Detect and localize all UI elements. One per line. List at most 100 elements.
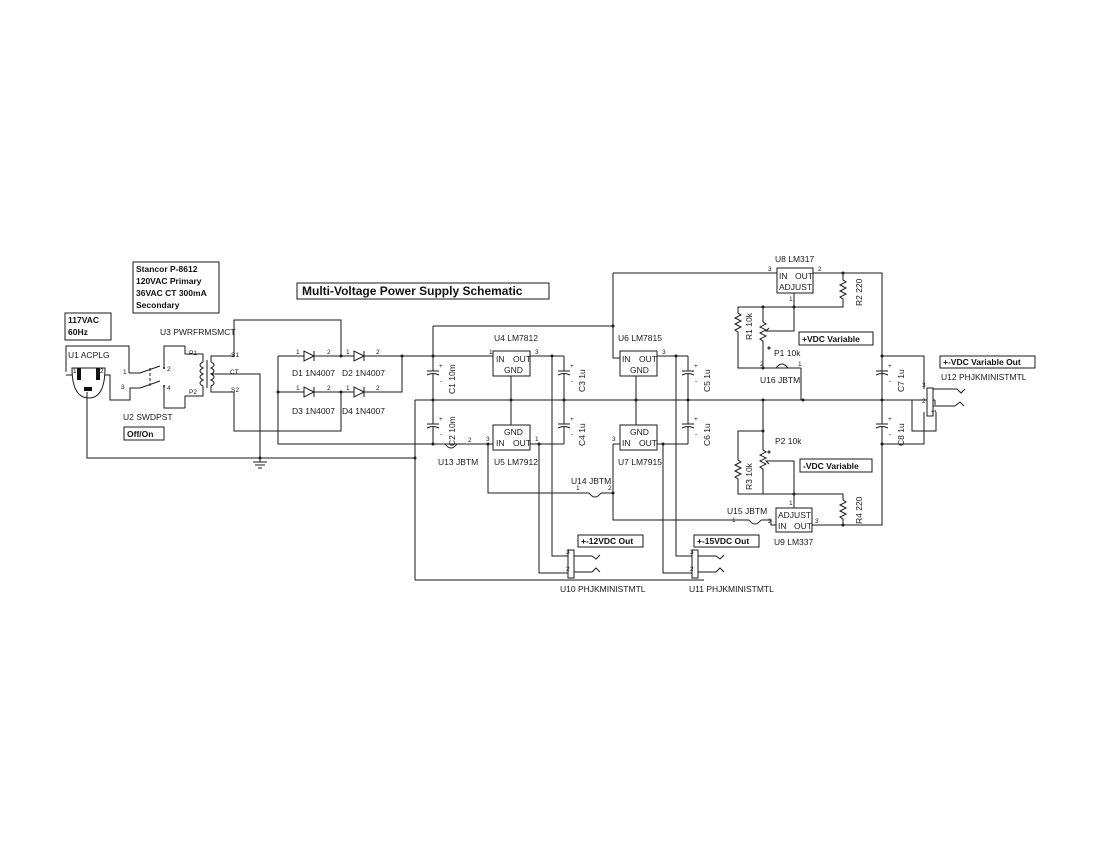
component-label: U14 JBTM [571,476,611,486]
capacitor-c8: + - C8 1u [875,400,906,446]
component-label: R4 220 [854,496,864,524]
pin-number: 2 [818,266,822,273]
pin-label: IN [779,271,788,281]
polarity-mark: + [570,416,574,423]
note-line: 117VAC [68,315,99,325]
pin-number: 1 [732,517,736,524]
component-label: U12 PHJKMINISTMTL [941,372,1027,382]
component-label: U7 LM7915 [618,457,662,467]
jack-u10: 3 2 U10 PHJKMINISTMTL [415,356,646,594]
switch-u2[interactable]: 1 3 2 4 U2 SWDPST [121,345,185,422]
pin-label: IN [622,354,631,364]
polarity-mark: - [695,431,697,438]
polarity-mark: + [694,363,698,370]
pin-number: 2 [760,361,764,368]
pin-label: GND [504,365,523,375]
ac-plug-u1: U1 ACPLG 1 2 [65,345,140,401]
pin-number: 1 [789,500,793,507]
note-line: 60Hz [68,327,88,337]
note-line: Stancor P-8612 [136,264,198,274]
pin-label: OUT [794,521,812,531]
jumper-u13: 2 U13 JBTM [438,437,478,467]
resistor-r1: R1 10k [733,306,801,369]
ground-symbol [86,392,415,469]
pin-number: 1 [535,436,539,443]
switch-state-note: Off/On [123,426,165,441]
jumper-u14: 1 2 U14 JBTM [571,476,613,498]
component-label: C4 1u [577,423,587,446]
diode-label-d1: D1 1N4007 [292,368,335,378]
component-label: R3 10k [744,462,754,490]
note-text: +-15VDC Out [697,536,749,546]
pin-label: P1 [189,350,197,357]
pin-number: 2 [327,385,331,392]
component-label: U1 ACPLG [68,350,110,360]
pin-label: GND [630,427,649,437]
pin-number: 2 [167,366,171,373]
note-line: Secondary [136,300,180,310]
polarity-mark: + [694,416,698,423]
component-label: U8 LM317 [775,254,814,264]
mains-note: 117VAC 60Hz [64,312,112,341]
resistor-r4: R4 220 [794,493,864,525]
component-label: C1 10m [447,364,457,394]
pin-label: OUT [513,354,531,364]
polarity-mark: - [440,431,442,438]
transformer-u3: U3 PWRFRMSMCT P1 P2 S1 CT S2 [160,319,342,458]
diode-label-d4: D4 1N4007 [342,406,385,416]
potentiometer-p2: P2 10k [758,400,802,494]
regulator-u9: 1 ADJUST IN OUT U9 LM337 3 2 [768,444,883,547]
pin-label: ADJUST [779,282,812,292]
regulator-u7: GND IN OUT U7 LM7915 3 [611,400,738,521]
regulator-u6: U6 LM7815 IN OUT GND 3 [618,333,688,400]
pin-number: 3 [690,549,694,556]
polarity-mark: + [570,363,574,370]
pin-number: 1 [489,349,493,356]
component-label: U9 LM337 [774,537,813,547]
note-line: 120VAC Primary [136,276,202,286]
capacitor-c5: + - C5 1u [681,356,712,400]
pin-number: 3 [121,384,125,391]
component-label: C2 10m [447,416,457,446]
component-label: C7 1u [896,369,906,392]
pin-label: IN [778,521,787,531]
pin-number: 2 [608,485,612,492]
pin-label: IN [496,438,505,448]
pin-label: OUT [639,354,657,364]
pin-label: P2 [189,389,197,396]
plus-vdc-variable-note: +VDC Variable [798,331,874,346]
pin-label: S1 [231,352,239,359]
schematic-title: Multi-Voltage Power Supply Schematic [296,282,550,300]
pin-label: GND [504,427,523,437]
component-label: U6 LM7815 [618,333,662,343]
pin-label: IN [622,438,631,448]
component-label: U13 JBTM [438,457,478,467]
pin-number: 2 [768,518,772,525]
pin-number: 2 [376,385,380,392]
diode-label-d2: D2 1N4007 [342,368,385,378]
pin-number: 2 [376,349,380,356]
pin-number: 3 [922,382,926,389]
component-label: C6 1u [702,423,712,446]
note-text: Off/On [127,429,153,439]
component-label: R1 10k [744,312,754,340]
capacitor-c2: + - C2 10m [426,400,457,446]
regulator-u8: U8 LM317 IN OUT ADJUST 3 2 1 [768,254,884,400]
component-label: U11 PHJKMINISTMTL [689,584,774,594]
pin-number: 3 [486,436,490,443]
component-label: C8 1u [896,423,906,446]
pin-label: GND [630,365,649,375]
capacitor-c6: + - C6 1u [681,400,712,446]
pin-number: 1 [798,361,802,368]
pin-number: 1 [346,385,350,392]
polarity-mark: + [439,363,443,370]
pin-number: 2 [690,566,694,573]
pin-number: 2 [922,398,926,405]
capacitor-c3: + - C3 1u [557,356,587,400]
pin-number: 1 [576,485,580,492]
pin-number: 1 [296,385,300,392]
note-text: +VDC Variable [802,334,860,344]
note-line: 36VAC CT 300mA [136,288,207,298]
capacitor-c1: + - C1 10m [426,356,457,400]
